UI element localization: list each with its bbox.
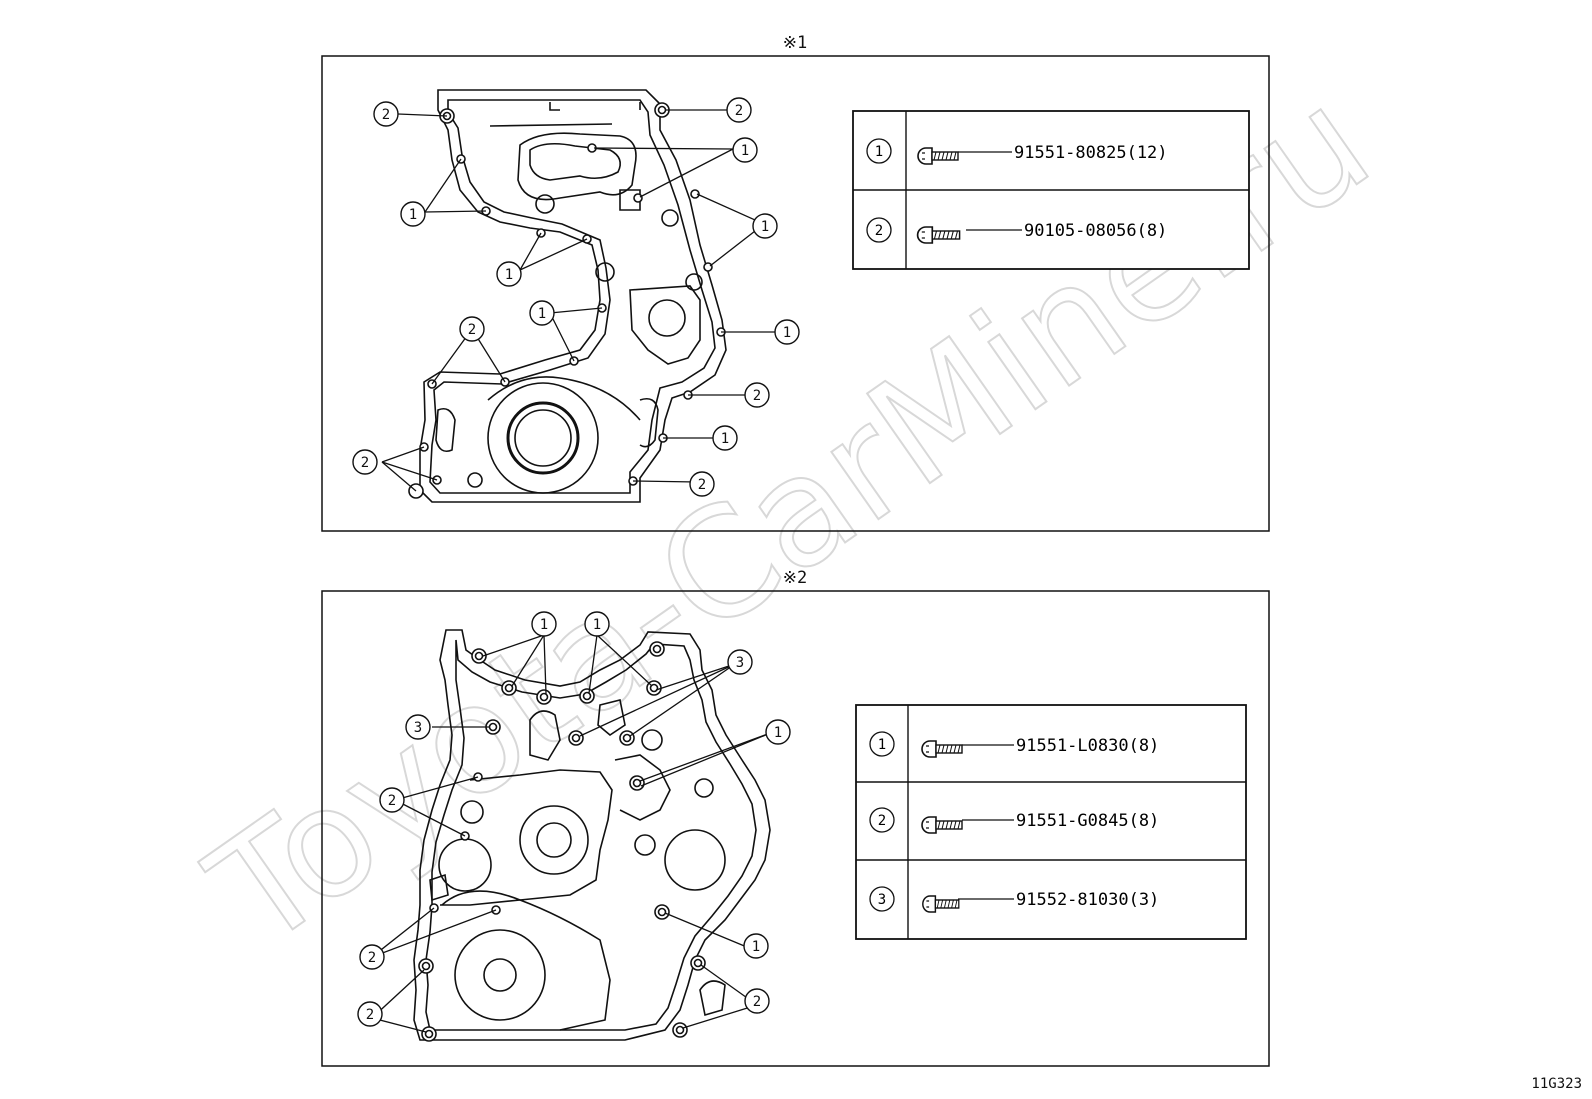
callout-1: 1 — [531, 611, 557, 637]
part-ref: 3 — [878, 892, 886, 908]
svg-text:3: 3 — [736, 655, 744, 671]
callout-2: 2 — [744, 382, 770, 408]
panel-1-frame — [321, 55, 1270, 532]
parts-table-1: 1 91551-80825(12) 2 90105-08056(8) — [852, 110, 1250, 270]
callout-1: 1 — [774, 319, 800, 345]
part-number: 91551-G0845(8) — [1016, 811, 1159, 831]
callout-1: 1 — [743, 933, 769, 959]
svg-text:1: 1 — [761, 219, 769, 235]
callout-1: 1 — [712, 425, 738, 451]
svg-text:1: 1 — [774, 725, 782, 741]
part-number: 91551-L0830(8) — [1016, 736, 1159, 756]
panel-1-marker: ※1 — [783, 33, 807, 53]
svg-text:1: 1 — [593, 617, 601, 633]
callout-2: 2 — [459, 316, 485, 342]
svg-text:2: 2 — [368, 950, 376, 966]
callout-1: 1 — [529, 300, 555, 326]
part-ref: 2 — [875, 223, 883, 239]
timing-cover-1 — [419, 89, 727, 503]
table-row: 1 91551-80825(12) — [866, 138, 1168, 165]
table-row: 2 91551-G0845(8) — [869, 807, 1159, 834]
part-number: 91552-81030(3) — [1016, 890, 1159, 910]
callout-1: 1 — [752, 213, 778, 239]
svg-text:3: 3 — [414, 720, 422, 736]
callout-2: 2 — [744, 988, 770, 1014]
table-row: 1 91551-L0830(8) — [869, 731, 1159, 758]
callout-1: 1 — [496, 261, 522, 287]
callout-2: 2 — [359, 944, 385, 970]
svg-text:2: 2 — [468, 322, 476, 338]
panel-2: ※2 — [321, 568, 1270, 1067]
part-ref: 1 — [875, 144, 883, 160]
svg-text:1: 1 — [752, 939, 760, 955]
svg-text:1: 1 — [783, 325, 791, 341]
svg-text:2: 2 — [366, 1007, 374, 1023]
svg-text:1: 1 — [741, 143, 749, 159]
svg-text:2: 2 — [698, 477, 706, 493]
callout-2: 2 — [352, 449, 378, 475]
callout-2: 2 — [357, 1001, 383, 1027]
callout-3: 3 — [405, 714, 431, 740]
callout-2: 2 — [373, 101, 399, 127]
callout-1: 1 — [584, 611, 610, 637]
svg-text:2: 2 — [753, 388, 761, 404]
svg-text:2: 2 — [753, 994, 761, 1010]
table-row: 3 91552-81030(3) — [869, 886, 1159, 913]
part-ref: 2 — [878, 813, 886, 829]
svg-text:1: 1 — [505, 267, 513, 283]
panel-1: ※1 — [321, 33, 1270, 532]
svg-text:2: 2 — [382, 107, 390, 123]
timing-cover-2 — [413, 629, 771, 1041]
figure-code: 11G323 — [1531, 1076, 1582, 1092]
callout-1: 1 — [765, 719, 791, 745]
svg-text:2: 2 — [361, 455, 369, 471]
callout-3: 3 — [727, 649, 753, 675]
callout-1: 1 — [732, 137, 758, 163]
callout-2: 2 — [726, 97, 752, 123]
svg-text:2: 2 — [388, 793, 396, 809]
panel-2-frame — [321, 590, 1270, 1067]
part-number: 90105-08056(8) — [1024, 221, 1167, 241]
bolt-holes-2 — [418, 641, 706, 1042]
part-ref: 1 — [878, 737, 886, 753]
part-number: 91551-80825(12) — [1014, 143, 1168, 163]
svg-text:1: 1 — [721, 431, 729, 447]
callout-1: 1 — [400, 201, 426, 227]
svg-text:1: 1 — [538, 306, 546, 322]
svg-text:1: 1 — [540, 617, 548, 633]
table-row: 2 90105-08056(8) — [866, 217, 1167, 244]
svg-text:2: 2 — [735, 103, 743, 119]
svg-text:1: 1 — [409, 207, 417, 223]
parts-table-2: 1 91551-L0830(8) 2 91551-G0845(8) 3 9155… — [855, 704, 1247, 940]
panel-2-marker: ※2 — [783, 568, 807, 588]
callout-2: 2 — [689, 471, 715, 497]
callouts-1: 2 2 1 1 1 1 1 2 1 2 1 2 2 — [352, 97, 800, 497]
callout-2: 2 — [379, 787, 405, 813]
callouts-2: 1 1 3 3 1 2 1 2 2 2 — [357, 611, 791, 1027]
